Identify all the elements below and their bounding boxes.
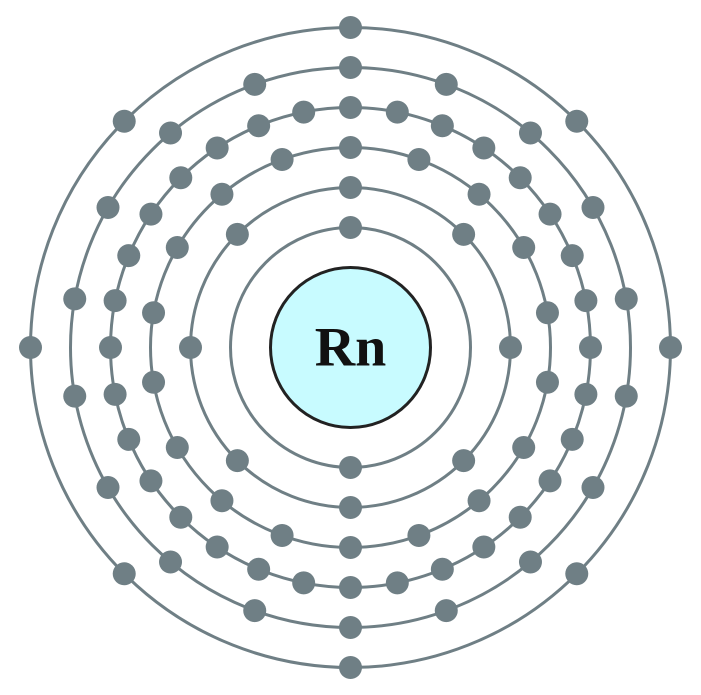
electron <box>535 301 559 325</box>
electron <box>581 476 605 499</box>
electron <box>452 222 476 246</box>
electron <box>225 222 249 246</box>
electron <box>339 616 362 639</box>
electron <box>560 244 584 268</box>
electron <box>270 523 294 547</box>
electron <box>512 236 536 259</box>
electron <box>169 166 193 190</box>
electron <box>472 535 496 559</box>
element-symbol: Rn <box>315 317 387 379</box>
electron <box>142 370 166 394</box>
electron <box>243 72 267 96</box>
electron <box>339 16 362 39</box>
electron <box>508 166 532 190</box>
electron <box>512 436 536 459</box>
electron <box>407 148 431 172</box>
electron <box>205 136 229 160</box>
electron <box>159 550 183 574</box>
electron <box>434 72 458 96</box>
electron <box>179 336 202 359</box>
electron <box>407 523 431 547</box>
electron <box>169 505 193 529</box>
electron <box>112 562 136 586</box>
electron <box>103 382 127 406</box>
electron <box>614 287 638 311</box>
electron <box>535 370 559 394</box>
electron <box>508 505 532 529</box>
electron <box>165 236 189 259</box>
electron <box>467 182 491 206</box>
electron <box>339 96 362 119</box>
electron <box>139 469 163 493</box>
electron <box>565 562 589 586</box>
electron <box>339 656 362 679</box>
electron <box>614 384 638 408</box>
electron <box>225 449 249 473</box>
electron <box>434 599 458 623</box>
electron <box>339 456 362 479</box>
electron <box>339 496 362 519</box>
electron <box>96 476 120 499</box>
electron <box>165 436 189 459</box>
electrons <box>19 16 682 679</box>
electron <box>292 571 316 595</box>
electron <box>560 427 584 451</box>
electron <box>339 136 362 159</box>
electron <box>574 382 598 406</box>
nucleus: Rn <box>269 266 432 429</box>
electron <box>659 336 682 359</box>
electron <box>538 202 562 226</box>
nucleus-circle <box>269 266 432 429</box>
electron <box>467 489 491 513</box>
electron <box>339 56 362 79</box>
electron <box>339 576 362 599</box>
electron <box>581 196 605 219</box>
electron <box>430 114 454 138</box>
electron <box>63 287 87 311</box>
electron <box>292 100 316 124</box>
electron <box>430 557 454 581</box>
electron <box>19 336 42 359</box>
electron <box>142 301 166 325</box>
electron <box>139 202 163 226</box>
electron <box>103 289 127 313</box>
electron <box>117 244 141 268</box>
electron <box>339 536 362 559</box>
electron <box>499 336 522 359</box>
electron <box>385 100 409 124</box>
electron <box>452 449 476 473</box>
electron <box>63 384 87 408</box>
electron <box>205 535 229 559</box>
electron <box>210 182 234 206</box>
electron <box>518 121 542 145</box>
electron <box>574 289 598 313</box>
electron <box>96 196 120 219</box>
electron <box>565 109 589 133</box>
electron <box>210 489 234 513</box>
electron <box>112 109 136 133</box>
electron <box>117 427 141 451</box>
electron <box>339 176 362 199</box>
electron <box>270 148 294 172</box>
electron <box>385 571 409 595</box>
electron <box>99 336 122 359</box>
electron <box>247 557 271 581</box>
electron <box>243 599 267 623</box>
electron <box>472 136 496 160</box>
electron <box>247 114 271 138</box>
electron <box>339 216 362 239</box>
electron <box>538 469 562 493</box>
electron <box>159 121 183 145</box>
electron <box>518 550 542 574</box>
electron <box>579 336 602 359</box>
